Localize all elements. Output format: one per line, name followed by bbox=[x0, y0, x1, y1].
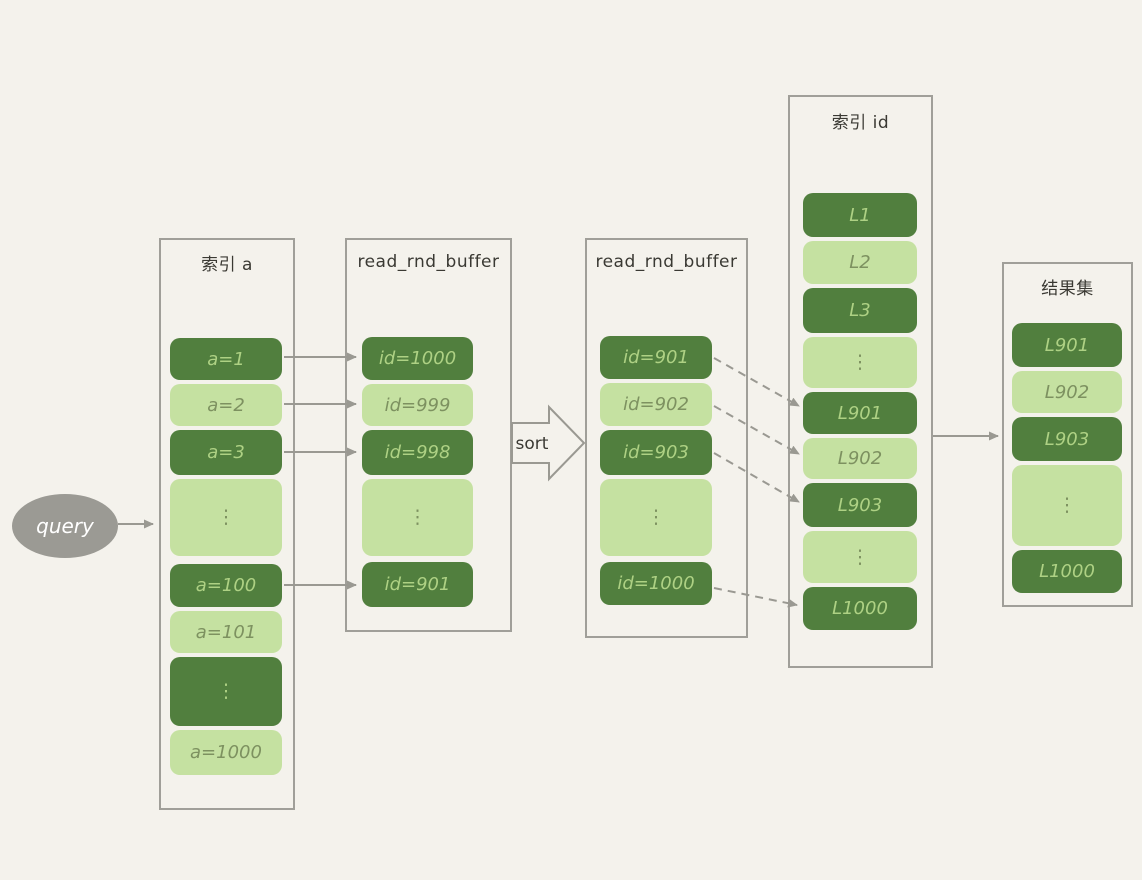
result-set-box-title: 结果集 bbox=[1041, 279, 1094, 299]
cell-a-dots-1: ⋮ bbox=[170, 479, 282, 556]
cell-id-l903: L903 bbox=[803, 483, 917, 527]
cell-id-dots-2: ⋮ bbox=[803, 531, 917, 583]
cell-a-3: a=3 bbox=[170, 430, 282, 475]
cell-result-l901: L901 bbox=[1012, 323, 1122, 367]
cell-a-100: a=100 bbox=[170, 564, 282, 607]
cell-buf1-id-999: id=999 bbox=[362, 384, 473, 426]
sort-label: sort bbox=[516, 434, 549, 454]
index-a-box-title: 索引 a bbox=[201, 255, 253, 275]
query-node: query bbox=[12, 494, 118, 558]
read-rnd-buffer-title-2: read_rnd_buffer bbox=[595, 252, 738, 272]
cell-id-l1000: L1000 bbox=[803, 587, 917, 630]
cell-buf1-id-998: id=998 bbox=[362, 430, 473, 475]
sort-arrow-shape bbox=[511, 404, 586, 482]
cell-buf2-id-901: id=901 bbox=[600, 336, 712, 379]
cell-id-l3: L3 bbox=[803, 288, 917, 333]
cell-buf2-id-902: id=902 bbox=[600, 383, 712, 426]
cell-result-l1000: L1000 bbox=[1012, 550, 1122, 593]
cell-buf1-dots: ⋮ bbox=[362, 479, 473, 556]
cell-buf2-id-1000: id=1000 bbox=[600, 562, 712, 605]
index-a-box bbox=[159, 238, 295, 810]
cell-result-l902: L902 bbox=[1012, 371, 1122, 413]
cell-id-l1: L1 bbox=[803, 193, 917, 237]
cell-id-dots-1: ⋮ bbox=[803, 337, 917, 388]
cell-buf1-id-901: id=901 bbox=[362, 562, 473, 607]
cell-a-2: a=2 bbox=[170, 384, 282, 426]
result-set-box bbox=[1002, 262, 1133, 607]
cell-id-l901: L901 bbox=[803, 392, 917, 434]
cell-a-1: a=1 bbox=[170, 338, 282, 380]
cell-a-dots-2: ⋮ bbox=[170, 657, 282, 726]
cell-a-101: a=101 bbox=[170, 611, 282, 653]
cell-id-l902: L902 bbox=[803, 438, 917, 479]
cell-buf1-id-1000: id=1000 bbox=[362, 337, 473, 380]
cell-buf2-id-903: id=903 bbox=[600, 430, 712, 475]
cell-result-l903: L903 bbox=[1012, 417, 1122, 461]
cell-buf2-dots: ⋮ bbox=[600, 479, 712, 556]
query-label: query bbox=[36, 514, 94, 538]
cell-id-l2: L2 bbox=[803, 241, 917, 284]
index-id-box-title: 索引 id bbox=[831, 113, 890, 133]
read-rnd-buffer-title-1: read_rnd_buffer bbox=[357, 252, 500, 272]
cell-result-dots: ⋮ bbox=[1012, 465, 1122, 546]
cell-a-1000: a=1000 bbox=[170, 730, 282, 775]
